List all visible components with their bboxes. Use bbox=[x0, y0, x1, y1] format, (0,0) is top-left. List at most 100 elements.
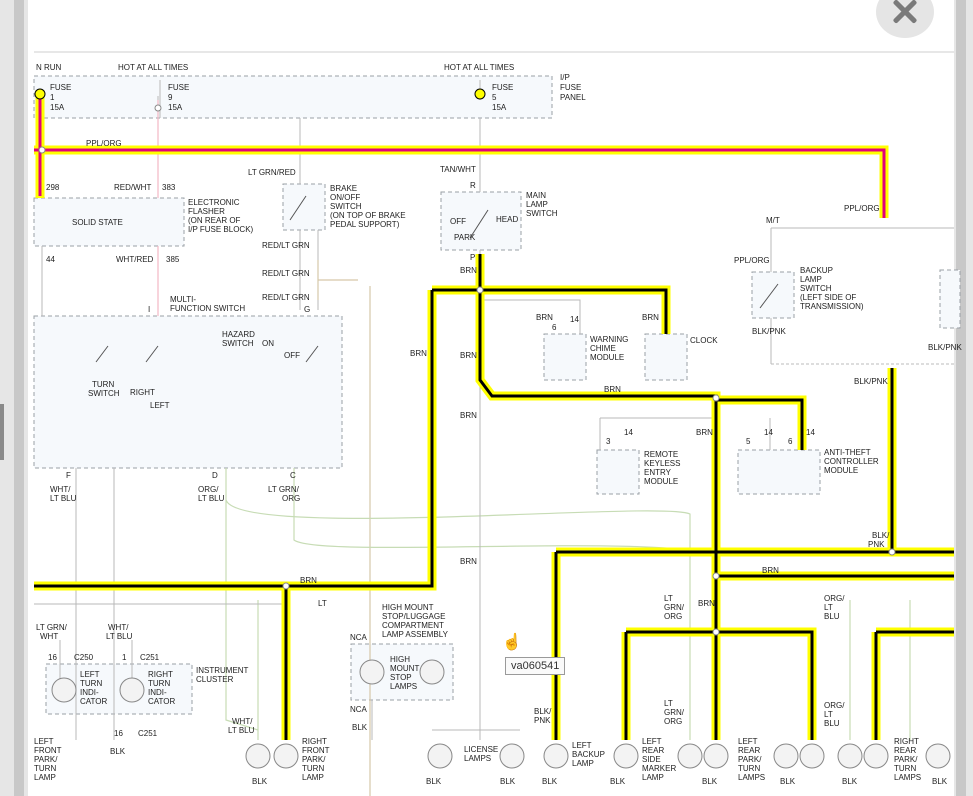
wire-label: C bbox=[290, 471, 296, 480]
wire-label: KEYLESS bbox=[644, 459, 680, 468]
wire-label: LT bbox=[318, 599, 327, 608]
wire-label: BLK bbox=[780, 777, 796, 786]
wire-label: LT BLU bbox=[198, 494, 225, 503]
wire-label: BACKUP bbox=[572, 750, 605, 759]
wire-label: 9 bbox=[168, 93, 173, 102]
clock bbox=[644, 333, 688, 381]
wire-label: LAMPS bbox=[390, 682, 417, 691]
label-warning-chime: WARNING bbox=[590, 335, 628, 344]
wire-label: BRN bbox=[696, 428, 713, 437]
wire-label: 5 bbox=[492, 93, 497, 102]
wire-label: LAMP bbox=[800, 275, 822, 284]
wire-label: RIGHT bbox=[130, 388, 155, 397]
lamp-bulbs bbox=[51, 659, 951, 769]
wire-label: 1 bbox=[122, 653, 127, 662]
wire-label: NCA bbox=[350, 633, 368, 642]
wire-label: INDI- bbox=[148, 688, 167, 697]
wire-label: BLK/PNK bbox=[854, 377, 888, 386]
wire-label: BLK bbox=[842, 777, 858, 786]
diagram-labels: N RUN HOT AT ALL TIMES HOT AT ALL TIMES … bbox=[34, 63, 962, 786]
wire-label: BLK/ bbox=[534, 707, 552, 716]
wire-label: F bbox=[66, 471, 71, 480]
label-left-front-park-lamp: LEFT bbox=[34, 737, 54, 746]
right-edge-component bbox=[939, 269, 961, 329]
label-solid-state: SOLID STATE bbox=[72, 218, 123, 227]
wire-label: 16 bbox=[48, 653, 57, 662]
wire-label: LT bbox=[824, 603, 833, 612]
wire-label: ELECTRONIC bbox=[188, 198, 240, 207]
wire-label: BLK/ bbox=[872, 531, 890, 540]
wire-label: PANEL bbox=[560, 93, 586, 102]
multi-function-switch bbox=[33, 315, 343, 469]
wire-label: PARK/ bbox=[738, 755, 762, 764]
wire-label: LAMPS bbox=[464, 754, 491, 763]
wire-label: TURN bbox=[80, 679, 102, 688]
right-window-frame bbox=[954, 0, 973, 796]
wire-label: WHT bbox=[40, 632, 58, 641]
label-right-rear-park-lamps: RIGHT bbox=[894, 737, 919, 746]
wire-label: BLK bbox=[110, 747, 126, 756]
wire-label: 15A bbox=[492, 103, 507, 112]
wire-label: MODULE bbox=[644, 477, 678, 486]
label-left-backup-lamp: LEFT bbox=[572, 741, 592, 750]
wire-label: ORG bbox=[282, 494, 300, 503]
wire-label: 6 bbox=[788, 437, 793, 446]
wire-label: REAR bbox=[894, 746, 916, 755]
label-multi-function-switch: MULTI- bbox=[170, 295, 196, 304]
label-instrument-cluster: INSTRUMENT bbox=[196, 666, 249, 675]
wire-label: FRONT bbox=[34, 746, 62, 755]
wire-label: SIDE bbox=[642, 755, 661, 764]
wire-label: 16 bbox=[114, 729, 123, 738]
scrollbar-thumb[interactable] bbox=[0, 404, 4, 460]
wire-label: LEFT bbox=[150, 401, 170, 410]
wire-label: LT bbox=[664, 594, 673, 603]
wire-label: MARKER bbox=[642, 764, 676, 773]
wire-label: I/P FUSE BLOCK) bbox=[188, 225, 254, 234]
wire-label: SWITCH bbox=[526, 209, 558, 218]
wire-label: BLK/PNK bbox=[928, 343, 962, 352]
wire-label: HEAD bbox=[496, 215, 518, 224]
wire-label: 15A bbox=[50, 103, 65, 112]
left-window-frame bbox=[0, 0, 28, 796]
wire-label: BRN bbox=[604, 385, 621, 394]
label-license-lamps: LICENSE bbox=[464, 745, 498, 754]
wire-label: PNK bbox=[868, 540, 885, 549]
label-rke-module: REMOTE bbox=[644, 450, 678, 459]
wire-label: CLUSTER bbox=[196, 675, 234, 684]
wire-label: FUNCTION SWITCH bbox=[170, 304, 245, 313]
wire-label: (LEFT SIDE OF bbox=[800, 293, 856, 302]
wire-label: PARK bbox=[454, 233, 476, 242]
wire-label: C251 bbox=[140, 653, 160, 662]
label-hot-2: HOT AT ALL TIMES bbox=[444, 63, 514, 72]
wire-label: 44 bbox=[46, 255, 55, 264]
wire-label: TURN bbox=[894, 764, 916, 773]
wire-label: SWITCH bbox=[88, 389, 120, 398]
wire-label: D bbox=[212, 471, 218, 480]
wire-label: ON/OFF bbox=[330, 193, 360, 202]
wire-label: LT GRN/ bbox=[36, 623, 68, 632]
wire-label: C250 bbox=[74, 653, 94, 662]
wire-label: G bbox=[304, 305, 310, 314]
wire-label: OFF bbox=[284, 351, 300, 360]
wire-label: REAR bbox=[738, 746, 760, 755]
wire-label: BLK/PNK bbox=[752, 327, 786, 336]
wire-label: WHT/ bbox=[232, 717, 253, 726]
wire-label: BLK bbox=[702, 777, 718, 786]
wire-label: RED/LT GRN bbox=[262, 293, 310, 302]
wire-label: RED/LT GRN bbox=[262, 241, 310, 250]
wire-label: LAMPS bbox=[738, 773, 765, 782]
wire-label: P bbox=[470, 253, 475, 262]
wire-label: BLK bbox=[252, 777, 268, 786]
wire-label: LAMP bbox=[302, 773, 324, 782]
wire-label: 5 bbox=[746, 437, 751, 446]
wire-label: TURN bbox=[302, 764, 324, 773]
backup-lamp-switch bbox=[751, 271, 795, 319]
wire-label: COMPARTMENT bbox=[382, 621, 444, 630]
wire-label: (ON REAR OF bbox=[188, 216, 241, 225]
wire-label: PPL/ORG bbox=[734, 256, 770, 265]
label-clock: CLOCK bbox=[690, 336, 718, 345]
wire-label: TURN bbox=[148, 679, 170, 688]
label-right-turn-indicator: RIGHT bbox=[148, 670, 173, 679]
